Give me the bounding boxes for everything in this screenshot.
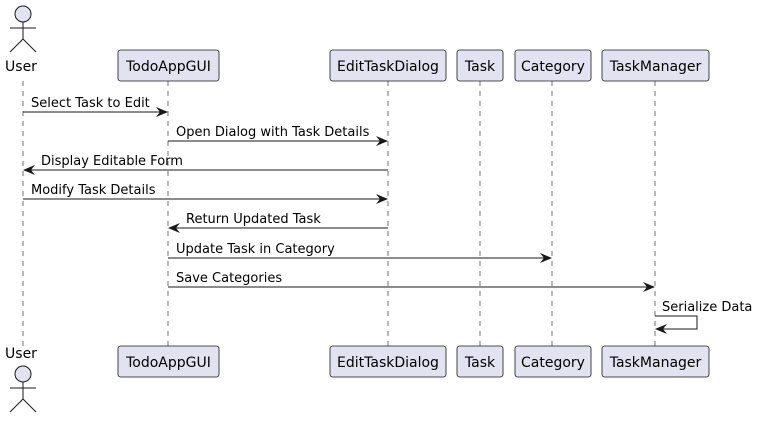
- participant-label: TaskManager: [609, 59, 702, 75]
- participant-label: TodoAppGUI: [125, 59, 211, 75]
- actor-label: User: [5, 346, 37, 362]
- message-1: Select Task to Edit: [23, 96, 168, 117]
- participant-box-rect: [456, 345, 504, 378]
- participant-box-rect: [329, 345, 447, 378]
- actor-bottom: User: [5, 346, 37, 413]
- participant-label: TodoAppGUI: [125, 355, 211, 371]
- message-5: Return Updated Task: [168, 212, 388, 233]
- participant-box-rect: [329, 49, 447, 82]
- message-label: Return Updated Task: [186, 212, 321, 227]
- message-8: Serialize Data: [655, 300, 752, 334]
- message-label: Select Task to Edit: [31, 96, 150, 111]
- message-7: Save Categories: [168, 271, 655, 292]
- participant-box-rect: [117, 345, 220, 378]
- participant-box-rect: [456, 49, 504, 82]
- actor-leg-icon: [9, 38, 24, 53]
- participant-box-bottom: TodoAppGUI: [117, 345, 220, 378]
- message-3: Display Editable Form: [23, 154, 388, 175]
- lifelines: [22, 81, 656, 346]
- participant-box-rect: [514, 345, 592, 378]
- participant-box-rect: [601, 49, 710, 82]
- participant-box-top: Task: [456, 49, 504, 82]
- message-label: Save Categories: [176, 271, 282, 286]
- participant-box-bottom: Category: [514, 345, 592, 378]
- message-label: Modify Task Details: [31, 183, 156, 198]
- participant-box-top: Category: [514, 49, 592, 82]
- participant-box-bottom: EditTaskDialog: [329, 345, 447, 378]
- participant-box-top: TaskManager: [601, 49, 710, 82]
- actor-leg-icon: [22, 398, 37, 413]
- participant-label: EditTaskDialog: [337, 59, 439, 75]
- message-label: Display Editable Form: [41, 154, 183, 169]
- actor-label: User: [5, 59, 37, 75]
- participant-box-top: TodoAppGUI: [117, 49, 220, 82]
- actor-head-icon: [14, 365, 32, 383]
- participant-box-rect: [601, 345, 710, 378]
- message-4: Modify Task Details: [23, 183, 388, 204]
- participant-label: Task: [464, 59, 496, 75]
- participant-label: Task: [464, 355, 496, 371]
- participant-box-rect: [514, 49, 592, 82]
- participant-box-rect: [117, 49, 220, 82]
- participant-label: TaskManager: [609, 355, 702, 371]
- participants-top: User TodoAppGUI EditTaskDialog Task Category…: [5, 5, 710, 82]
- participant-box-bottom: TaskManager: [601, 345, 710, 378]
- message-label: Serialize Data: [662, 300, 752, 315]
- message-2: Open Dialog with Task Details: [168, 125, 388, 146]
- message-label: Open Dialog with Task Details: [176, 125, 370, 140]
- actor-leg-icon: [9, 398, 24, 413]
- participant-label: Category: [521, 59, 585, 75]
- message-label: Update Task in Category: [176, 242, 335, 257]
- participant-label: EditTaskDialog: [337, 355, 439, 371]
- participant-label: Category: [521, 355, 585, 371]
- actor-leg-icon: [22, 38, 37, 53]
- message-6: Update Task in Category: [168, 242, 552, 263]
- actor-top: User: [5, 5, 37, 75]
- participant-box-bottom: Task: [456, 345, 504, 378]
- self-message-arrow: [655, 315, 698, 334]
- actor-head-icon: [14, 5, 32, 23]
- participant-box-top: EditTaskDialog: [329, 49, 447, 82]
